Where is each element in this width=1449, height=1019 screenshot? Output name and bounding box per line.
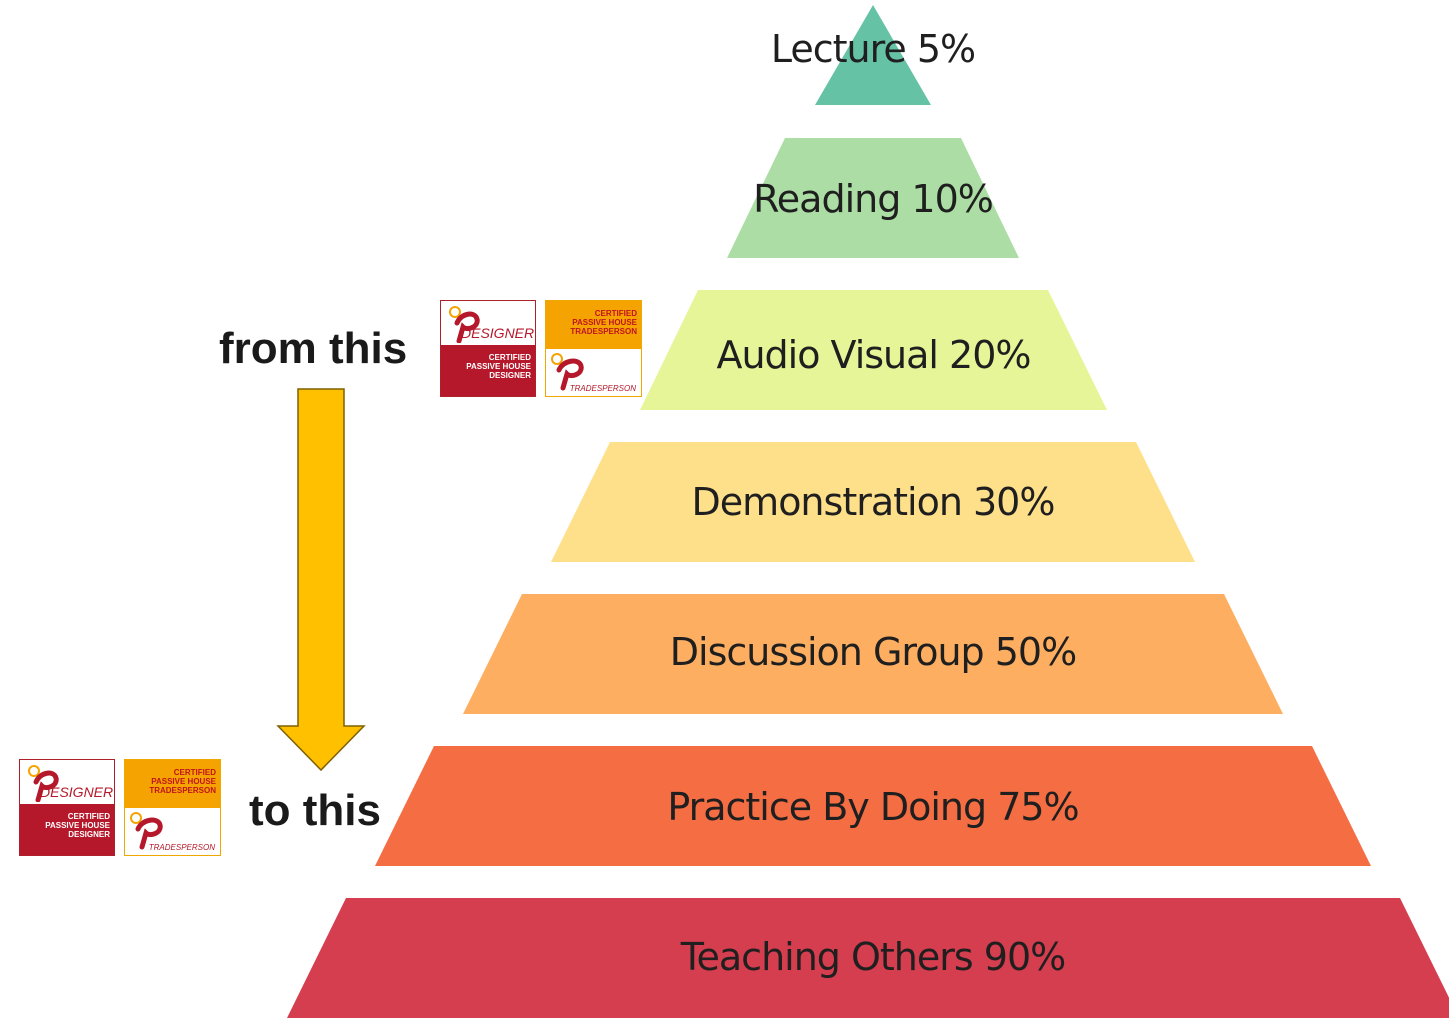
- pyramid-level-label-4: Demonstration 30%: [692, 480, 1055, 524]
- pyramid-level-4: [551, 442, 1195, 562]
- tradesperson-certified-text: CERTIFIED PASSIVE HOUSE TRADESPERSON: [149, 768, 216, 795]
- tradesperson-word: TRADESPERSON: [569, 384, 636, 393]
- from-this-label: from this: [219, 324, 408, 373]
- pyramid-levels: Lecture 5% Reading 10% Audio Visual 20% Dem…: [287, 5, 1449, 1018]
- pyramid-level-label-6: Practice By Doing 75%: [667, 785, 1078, 829]
- pyramid-level-7: [287, 898, 1449, 1018]
- designer-badge-bottom: DESIGNER CERTIFIED PASSIVE HOUSE DESIGNE…: [19, 759, 115, 856]
- pyramid-level-label-2: Reading 10%: [753, 177, 993, 221]
- pyramid-level-6: [375, 746, 1371, 866]
- down-arrow: [276, 388, 366, 772]
- to-this-label: to this: [249, 786, 381, 835]
- designer-badge-top: DESIGNER CERTIFIED PASSIVE HOUSE DESIGNE…: [440, 300, 536, 397]
- tradesperson-badge-top: CERTIFIED PASSIVE HOUSE TRADESPERSON TRA…: [545, 300, 642, 397]
- pyramid-level-label-1: Lecture 5%: [771, 27, 975, 71]
- tradesperson-certified-text: CERTIFIED PASSIVE HOUSE TRADESPERSON: [570, 309, 637, 336]
- passive-house-logo-icon: [130, 812, 163, 850]
- designer-certified-text: CERTIFIED PASSIVE HOUSE DESIGNER: [466, 353, 531, 380]
- pyramid-level-5: [463, 594, 1283, 714]
- pyramid-level-2: [727, 138, 1019, 258]
- pyramid-level-label-3: Audio Visual 20%: [716, 333, 1030, 377]
- passive-house-logo-icon: [449, 306, 480, 343]
- designer-certified-text: CERTIFIED PASSIVE HOUSE DESIGNER: [45, 812, 110, 839]
- pyramid-level-3: [640, 290, 1107, 410]
- passive-house-logo-icon: [551, 353, 584, 391]
- designer-word: DESIGNER: [461, 325, 535, 341]
- passive-house-logo-icon: [28, 765, 59, 802]
- pyramid-level-1: [815, 5, 931, 105]
- down-arrow-shape: [276, 388, 366, 772]
- pyramid-level-label-5: Discussion Group 50%: [670, 630, 1076, 674]
- designer-word: DESIGNER: [40, 784, 114, 800]
- pyramid-level-label-7: Teaching Others 90%: [680, 935, 1065, 979]
- tradesperson-word: TRADESPERSON: [148, 843, 215, 852]
- tradesperson-badge-bottom: CERTIFIED PASSIVE HOUSE TRADESPERSON TRA…: [124, 759, 221, 856]
